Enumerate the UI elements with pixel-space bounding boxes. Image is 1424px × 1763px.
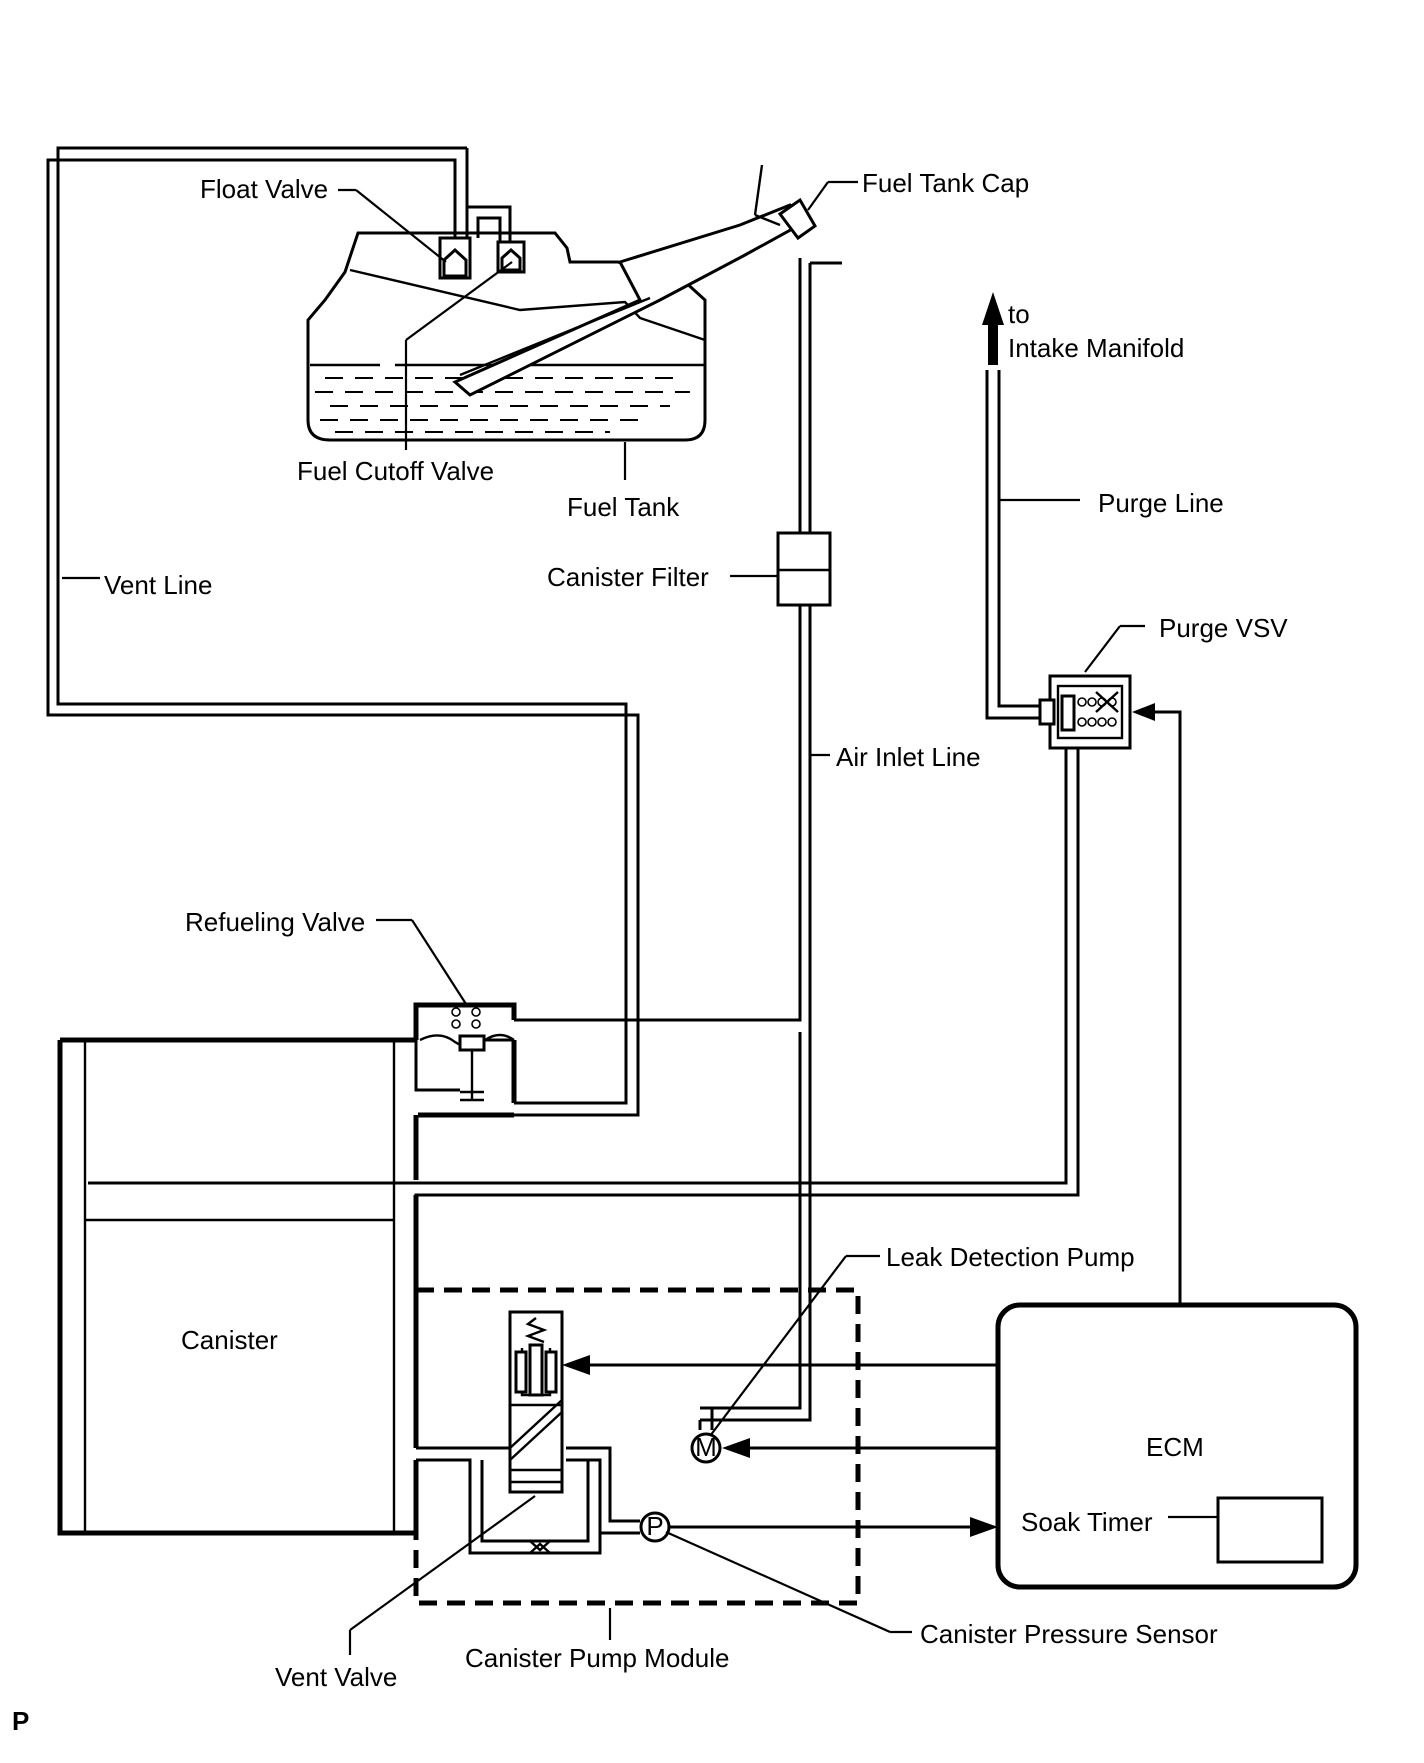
canister-pressure-sensor: P — [639, 1511, 671, 1543]
fuel-cutoff-valve — [496, 240, 526, 274]
refueling-valve — [413, 1002, 517, 1103]
purge-vsv — [1038, 674, 1132, 750]
label-float-valve: Float Valve — [200, 174, 328, 204]
corner-mark: P — [12, 1706, 29, 1736]
label-vent-line: Vent Line — [104, 570, 212, 600]
intake-manifold-arrow — [982, 292, 1004, 365]
label-canister-filter: Canister Filter — [547, 562, 709, 592]
label-fuel-tank-cap: Fuel Tank Cap — [862, 168, 1029, 198]
fuel-level-dashes — [315, 377, 690, 433]
soak-timer-box — [1216, 1496, 1324, 1564]
ecm — [995, 1302, 1359, 1590]
label-canister: Canister — [181, 1325, 278, 1355]
label-leak-detection-pump: Leak Detection Pump — [886, 1242, 1135, 1272]
label-fuel-cutoff-valve: Fuel Cutoff Valve — [297, 456, 494, 486]
leak-detection-pump: M — [690, 1432, 722, 1464]
label-to: to — [1008, 299, 1030, 329]
label-canister-pressure-sensor: Canister Pressure Sensor — [920, 1619, 1218, 1649]
label-refueling-valve: Refueling Valve — [185, 907, 365, 937]
label-purge-line: Purge Line — [1098, 488, 1224, 518]
label-intake-manifold: Intake Manifold — [1008, 333, 1184, 363]
vent-valve — [508, 1310, 564, 1494]
label-soak-timer: Soak Timer — [1021, 1507, 1153, 1537]
label-ecm: ECM — [1146, 1432, 1204, 1462]
canister — [57, 1037, 419, 1536]
label-vent-valve: Vent Valve — [275, 1662, 397, 1692]
label-air-inlet-line: Air Inlet Line — [836, 742, 981, 772]
canister-filter — [776, 531, 832, 607]
pressure-symbol: P — [646, 1511, 663, 1541]
float-valve — [438, 236, 472, 280]
fuel-tank-cap — [777, 197, 817, 241]
label-fuel-tank: Fuel Tank — [567, 492, 680, 522]
label-canister-pump-module: Canister Pump Module — [465, 1643, 729, 1673]
canister-pump-module — [413, 1287, 861, 1606]
fuel-tank — [306, 164, 817, 442]
label-purge-vsv: Purge VSV — [1159, 613, 1288, 643]
motor-symbol: M — [695, 1432, 717, 1462]
